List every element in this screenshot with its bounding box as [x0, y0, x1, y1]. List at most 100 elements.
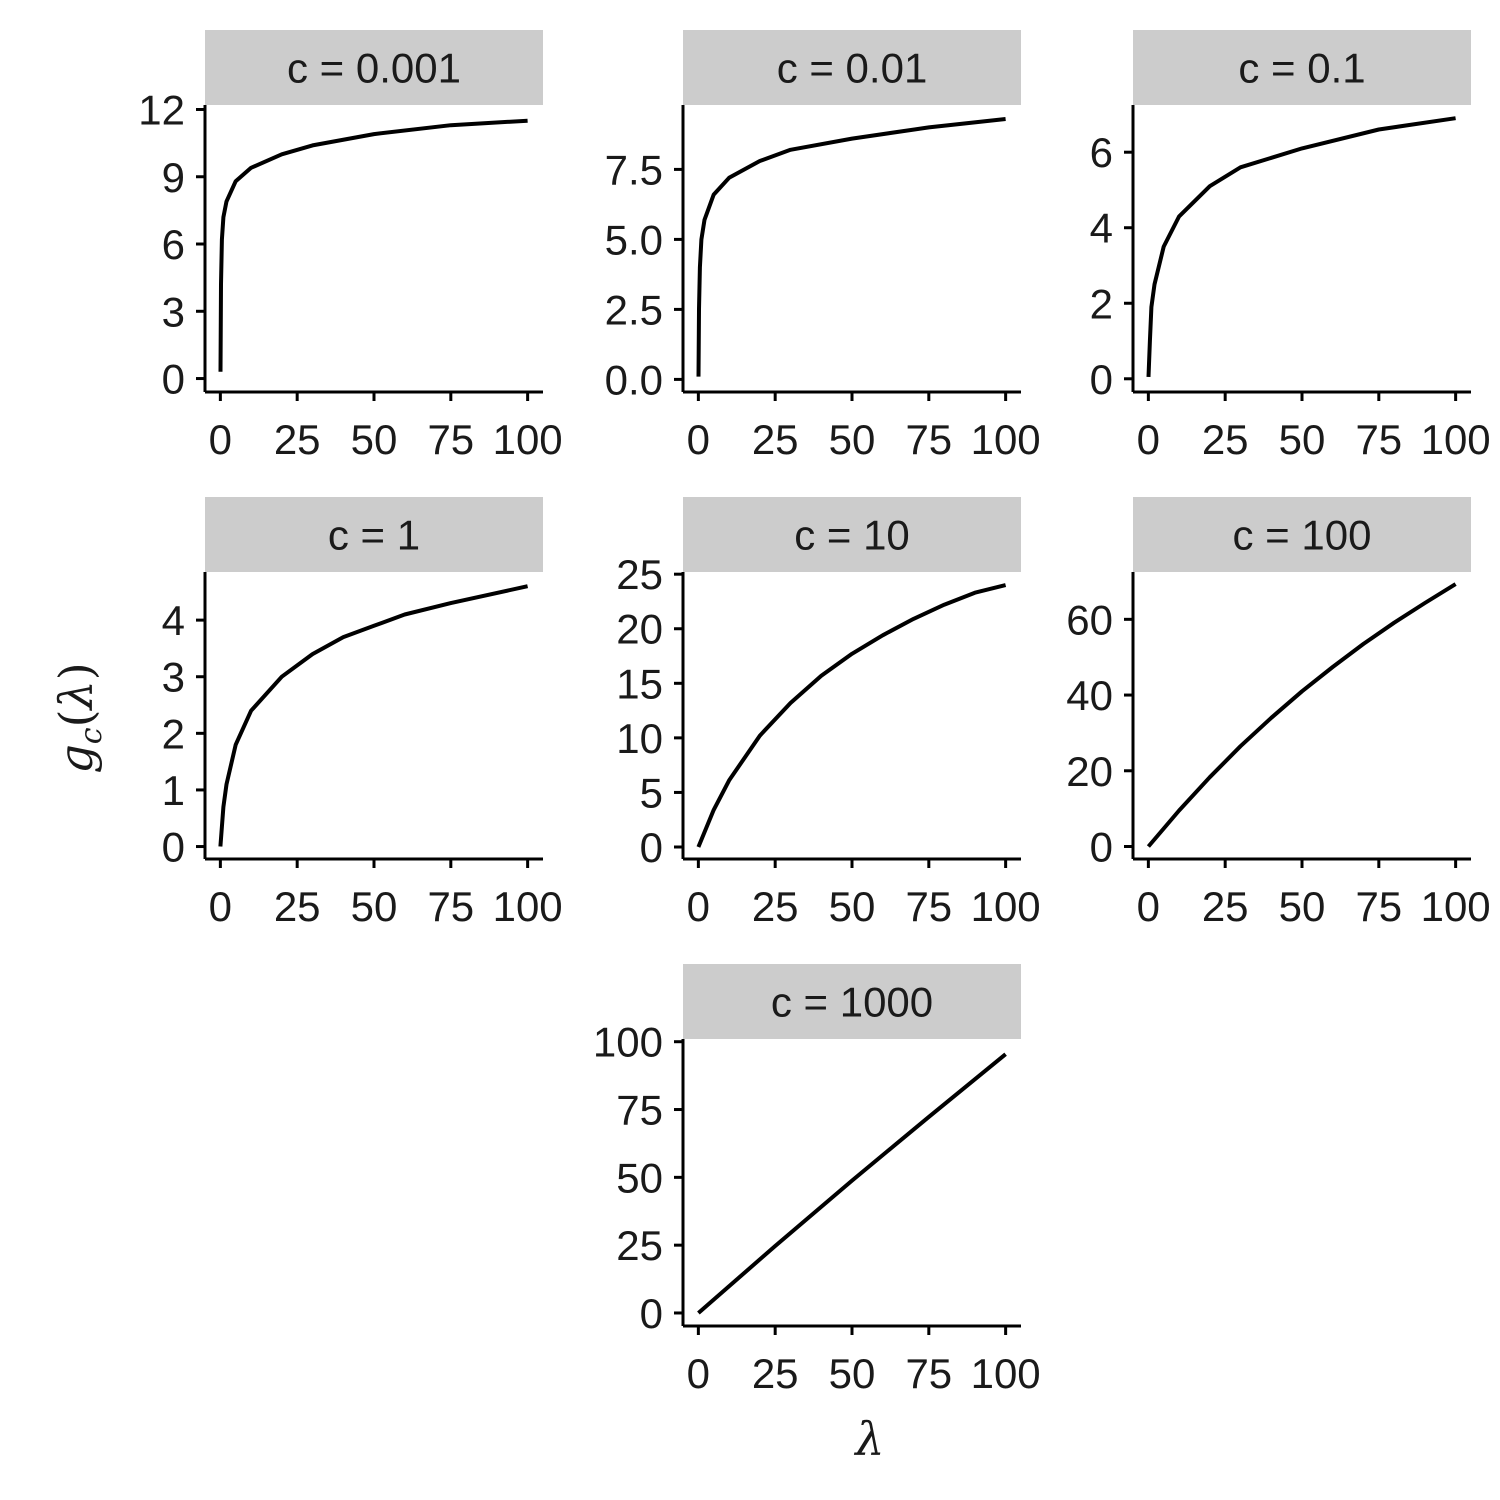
facet-strip-label: c = 10 — [794, 512, 910, 559]
x-tick-label: 100 — [1421, 416, 1491, 463]
x-tick-label: 25 — [752, 883, 799, 930]
y-tick-label: 25 — [616, 551, 663, 598]
y-tick-label: 9 — [162, 154, 185, 201]
x-tick-label: 0 — [209, 883, 232, 930]
y-tick-label: 1 — [162, 767, 185, 814]
facet-strip — [205, 497, 543, 572]
facet-strip-label: c = 0.001 — [287, 45, 461, 92]
y-tick-label: 0.0 — [605, 356, 663, 403]
x-tick-label: 25 — [752, 416, 799, 463]
facet-strip — [683, 497, 1021, 572]
facet-strip-label: c = 1000 — [771, 979, 933, 1026]
y-tick-label: 2 — [162, 710, 185, 757]
y-tick-label: 20 — [616, 606, 663, 653]
x-tick-label: 100 — [1421, 883, 1491, 930]
x-tick-label: 75 — [905, 416, 952, 463]
x-axis-title: λ — [853, 1412, 884, 1466]
facet-strip — [1133, 30, 1471, 105]
x-tick-label: 75 — [905, 1350, 952, 1397]
y-tick-label: 5 — [640, 769, 663, 816]
facet-strip-label: c = 100 — [1233, 512, 1372, 559]
x-tick-label: 100 — [493, 883, 563, 930]
facet-panel: c = 0.1 0 2 4 6 0 25 50 75 100 — [1090, 30, 1491, 463]
y-tick-label: 0 — [1090, 824, 1113, 871]
series-line — [697, 1052, 1007, 1315]
x-tick-label: 0 — [1137, 416, 1160, 463]
facet-panel: c = 1000 0 25 50 75 100 0 25 50 75 100 — [593, 964, 1041, 1397]
facet-panel: c = 0.01 0.0 2.5 5.0 7.5 0 25 50 75 100 — [605, 30, 1041, 463]
y-tick-label: 15 — [616, 660, 663, 707]
y-tick-label: 100 — [593, 1019, 663, 1066]
x-tick-label: 50 — [829, 883, 876, 930]
y-tick-label: 4 — [162, 597, 185, 644]
x-tick-label: 25 — [1202, 883, 1249, 930]
facet-panel: c = 1 0 1 2 3 4 0 25 50 75 100 — [162, 497, 563, 930]
x-tick-label: 100 — [971, 1350, 1041, 1397]
x-tick-label: 0 — [687, 416, 710, 463]
y-tick-label: 3 — [162, 654, 185, 701]
series-line — [696, 117, 1006, 377]
series-line — [218, 584, 529, 847]
facet-panel: c = 100 0 20 40 60 0 25 50 75 100 — [1066, 497, 1491, 930]
x-tick-label: 25 — [1202, 416, 1249, 463]
x-tick-label: 50 — [829, 1350, 876, 1397]
svg-text:gc(λ): gc(λ) — [49, 662, 109, 773]
x-tick-label: 0 — [1137, 883, 1160, 930]
facet-strip — [683, 964, 1021, 1039]
x-tick-label: 0 — [687, 883, 710, 930]
y-tick-label: 10 — [616, 715, 663, 762]
facet-strip — [205, 30, 543, 105]
series-line — [218, 118, 528, 372]
y-tick-label: 0 — [162, 824, 185, 871]
series-line — [696, 583, 1007, 848]
y-tick-label: 5.0 — [605, 216, 663, 263]
x-tick-label: 50 — [1279, 416, 1326, 463]
facet-panel: c = 10 0 5 10 15 20 25 0 25 50 75 100 — [616, 497, 1041, 930]
x-tick-label: 0 — [687, 1350, 710, 1397]
y-tick-label: 0 — [640, 824, 663, 871]
x-tick-label: 0 — [209, 416, 232, 463]
facet-panel: c = 0.001 0 3 6 9 12 0 25 50 75 100 — [138, 30, 563, 463]
y-tick-label: 6 — [1090, 129, 1113, 176]
y-tick-label: 50 — [616, 1154, 663, 1201]
x-tick-label: 75 — [427, 883, 474, 930]
y-tick-label: 40 — [1066, 672, 1113, 719]
series-line — [1146, 582, 1457, 848]
x-tick-label: 50 — [829, 416, 876, 463]
x-tick-label: 75 — [1355, 883, 1402, 930]
x-tick-label: 50 — [351, 883, 398, 930]
x-tick-label: 50 — [351, 416, 398, 463]
x-tick-label: 100 — [493, 416, 563, 463]
x-tick-label: 75 — [427, 416, 474, 463]
x-tick-label: 50 — [1279, 883, 1326, 930]
y-tick-label: 3 — [162, 288, 185, 335]
facet-strip-label: c = 1 — [328, 512, 420, 559]
x-tick-label: 25 — [752, 1350, 799, 1397]
y-tick-label: 0 — [1090, 356, 1113, 403]
y-tick-label: 7.5 — [605, 146, 663, 193]
facet-strip-label: c = 0.01 — [777, 45, 928, 92]
x-tick-label: 75 — [1355, 416, 1402, 463]
y-tick-label: 0 — [640, 1290, 663, 1337]
x-tick-label: 25 — [274, 416, 321, 463]
facet-strip-label: c = 0.1 — [1238, 45, 1365, 92]
x-tick-label: 100 — [971, 883, 1041, 930]
y-tick-label: 4 — [1090, 205, 1113, 252]
y-tick-label: 75 — [616, 1087, 663, 1134]
x-tick-label: 100 — [971, 416, 1041, 463]
facet-strip — [683, 30, 1021, 105]
x-tick-label: 75 — [905, 883, 952, 930]
y-tick-label: 2 — [1090, 280, 1113, 327]
y-tick-label: 12 — [138, 86, 185, 133]
facet-strip — [1133, 497, 1471, 572]
series-line — [1146, 116, 1456, 377]
y-tick-label: 0 — [162, 356, 185, 403]
y-tick-label: 25 — [616, 1222, 663, 1269]
y-tick-label: 6 — [162, 221, 185, 268]
y-tick-label: 60 — [1066, 596, 1113, 643]
x-tick-label: 25 — [274, 883, 321, 930]
y-tick-label: 2.5 — [605, 286, 663, 333]
y-tick-label: 20 — [1066, 748, 1113, 795]
y-axis-title: gc(λ) — [49, 662, 109, 773]
